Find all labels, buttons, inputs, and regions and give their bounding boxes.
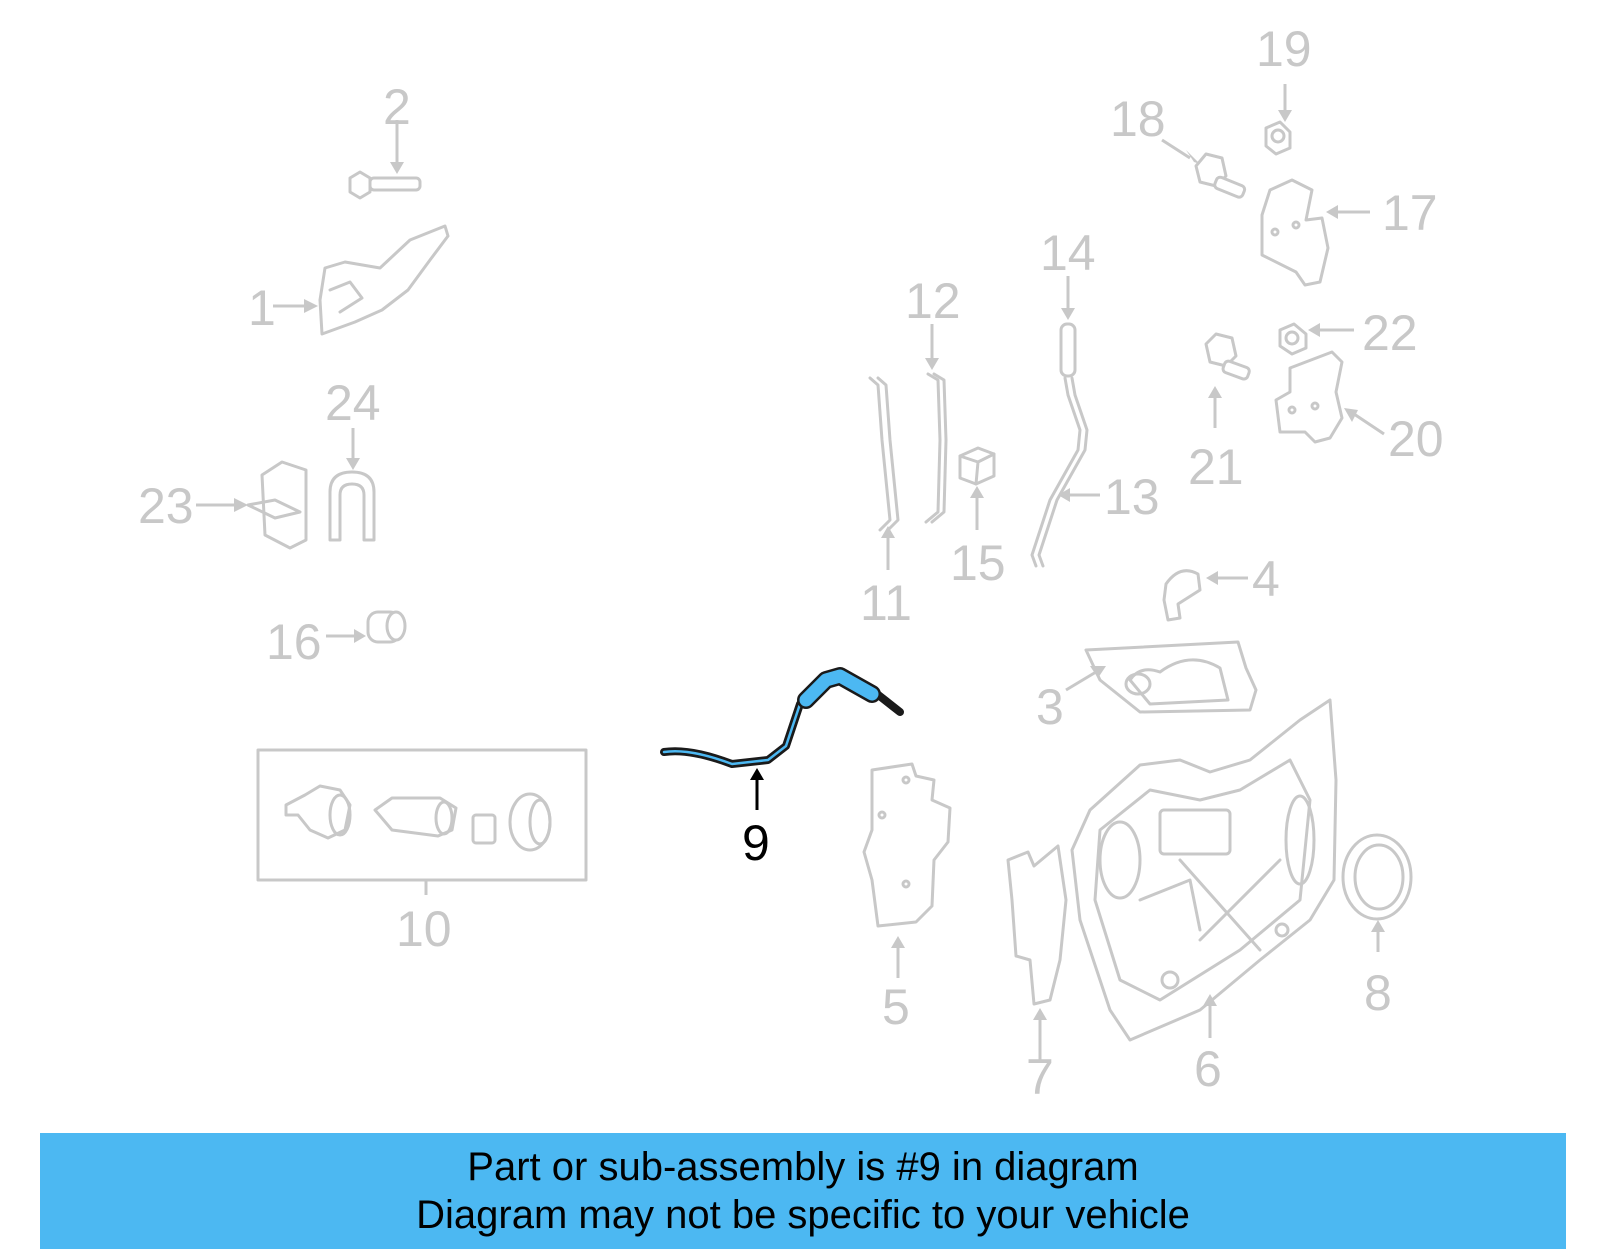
part-18-bolt bbox=[1194, 152, 1247, 199]
part-24-clip bbox=[328, 470, 376, 542]
callout-9: 9 bbox=[742, 815, 770, 871]
part-7-bracket bbox=[1006, 844, 1068, 1006]
callout-17: 17 bbox=[1382, 185, 1438, 241]
part-20-hinge bbox=[1274, 350, 1344, 444]
callout-10: 10 bbox=[396, 901, 452, 957]
callout-13: 13 bbox=[1104, 469, 1160, 525]
part-5-latch bbox=[862, 762, 952, 928]
part-1-outer-handle bbox=[318, 224, 450, 336]
callout-16: 16 bbox=[266, 614, 322, 670]
part-8-speaker-ring bbox=[1341, 833, 1413, 921]
part-14-sleeve bbox=[1059, 322, 1077, 378]
callout-2: 2 bbox=[383, 79, 411, 135]
part-22-nut bbox=[1278, 322, 1308, 356]
callout-7: 7 bbox=[1026, 1049, 1054, 1105]
callout-18: 18 bbox=[1110, 91, 1166, 147]
part-10-lock-cylinder-kit bbox=[256, 748, 588, 882]
callout-12: 12 bbox=[905, 273, 961, 329]
callout-8: 8 bbox=[1364, 965, 1392, 1021]
part-19-nut bbox=[1264, 120, 1292, 156]
part-11-rod bbox=[868, 376, 900, 532]
part-4-plug bbox=[1162, 569, 1202, 622]
footer-line-1: Part or sub-assembly is #9 in diagram bbox=[467, 1145, 1139, 1189]
part-23-striker bbox=[246, 460, 308, 550]
part-2-bolt bbox=[348, 170, 422, 200]
part-6-door-module bbox=[1070, 698, 1338, 1042]
callout-23: 23 bbox=[138, 478, 194, 534]
part-13-rod bbox=[1030, 376, 1089, 568]
callout-22: 22 bbox=[1362, 305, 1418, 361]
callout-1: 1 bbox=[248, 280, 276, 336]
callout-21: 21 bbox=[1188, 439, 1244, 495]
part-9-cable-highlighted bbox=[660, 667, 904, 768]
part-16-bumper bbox=[366, 610, 407, 644]
callout-6: 6 bbox=[1194, 1041, 1222, 1097]
part-17-hinge bbox=[1260, 178, 1330, 287]
callout-15: 15 bbox=[950, 535, 1006, 591]
callout-5: 5 bbox=[882, 979, 910, 1035]
part-12-rod bbox=[924, 372, 948, 524]
part-21-bolt bbox=[1204, 332, 1251, 381]
footer-line-2: Diagram may not be specific to your vehi… bbox=[416, 1193, 1190, 1237]
callout-14: 14 bbox=[1040, 225, 1096, 281]
callout-3: 3 bbox=[1036, 679, 1064, 735]
part-3-inside-handle bbox=[1084, 640, 1258, 714]
part-15-clip bbox=[958, 446, 996, 486]
callout-19: 19 bbox=[1256, 21, 1312, 77]
callout-11: 11 bbox=[860, 575, 912, 631]
footer-banner: Part or sub-assembly is #9 in diagram Di… bbox=[40, 1133, 1566, 1249]
callout-24: 24 bbox=[325, 375, 381, 431]
callout-20: 20 bbox=[1388, 411, 1444, 467]
callout-4: 4 bbox=[1252, 551, 1280, 607]
